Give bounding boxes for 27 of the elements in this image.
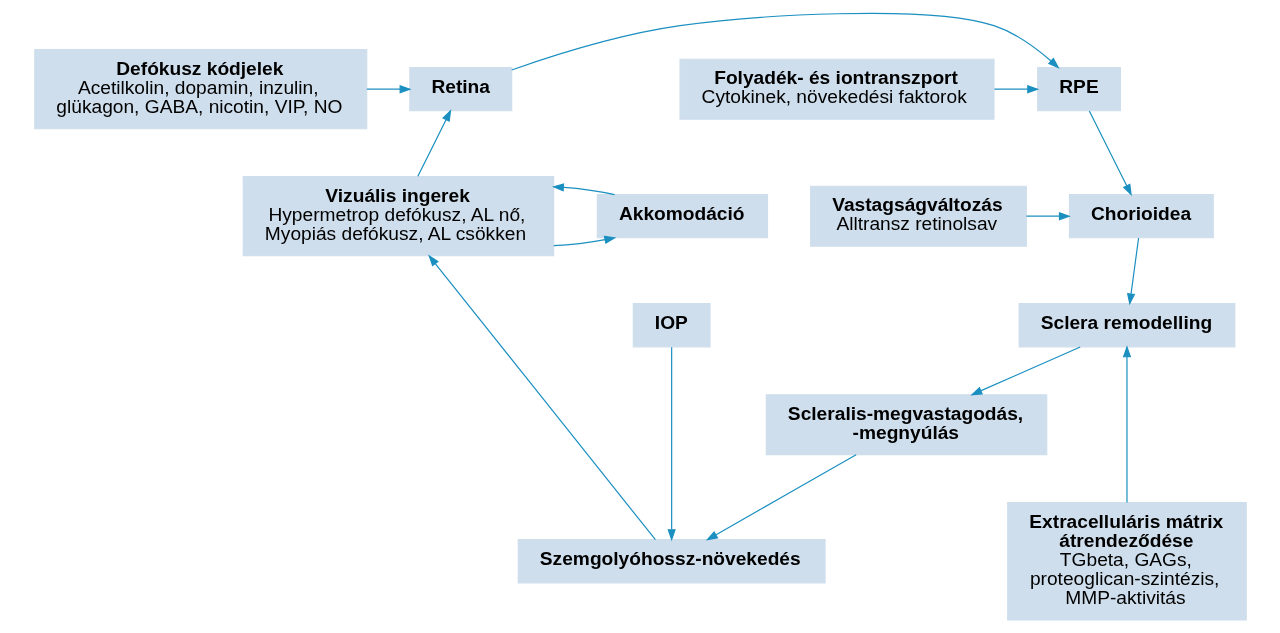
node-box: Vastagságváltozás Alltransz retinolsav (809, 185, 1027, 247)
node-box: RPE (1036, 67, 1121, 112)
node-box: Vizuális ingerek Hypermetrop defókusz, AL nő, Myopiás defókusz, AL csökken (242, 176, 554, 257)
node-box: Defókusz kódjelek Acetilkolin, dopamin, inzulin, glükagon, GABA, nicotin, VIP, NO (33, 49, 367, 130)
arrow (666, 346, 676, 542)
arrow (427, 254, 656, 541)
arrow (551, 183, 615, 196)
node-box: Akkomodáció (596, 194, 768, 239)
arrow (1126, 237, 1139, 306)
arrow (365, 85, 412, 94)
arrow (510, 12, 1060, 71)
node-box: IOP (632, 303, 711, 348)
node-box: Chorioidea (1068, 194, 1214, 239)
arrow (416, 109, 451, 177)
arrow (552, 235, 616, 247)
node-box: Folyadék- és iontranszport Cytokinek, növekedési faktorok (678, 58, 995, 120)
arrow (1122, 345, 1131, 504)
node-box: Retina (408, 67, 512, 112)
arrow (993, 85, 1039, 94)
node-box: Scleralis-megvastagodás, -megnyúlás (765, 394, 1047, 456)
node-box: Szemgolyóhossz-növekedés (517, 539, 826, 584)
node-box: Sclera remodelling (1018, 303, 1235, 348)
arrow (1025, 212, 1071, 221)
node-box: Extracelluláris mátrix átrendeződése TGbeta, GAGs, proteoglican-szintézis, MMP-aktivitás (1006, 501, 1247, 621)
arrow (705, 454, 857, 541)
arrow (1088, 110, 1132, 196)
arrow (969, 346, 1081, 396)
